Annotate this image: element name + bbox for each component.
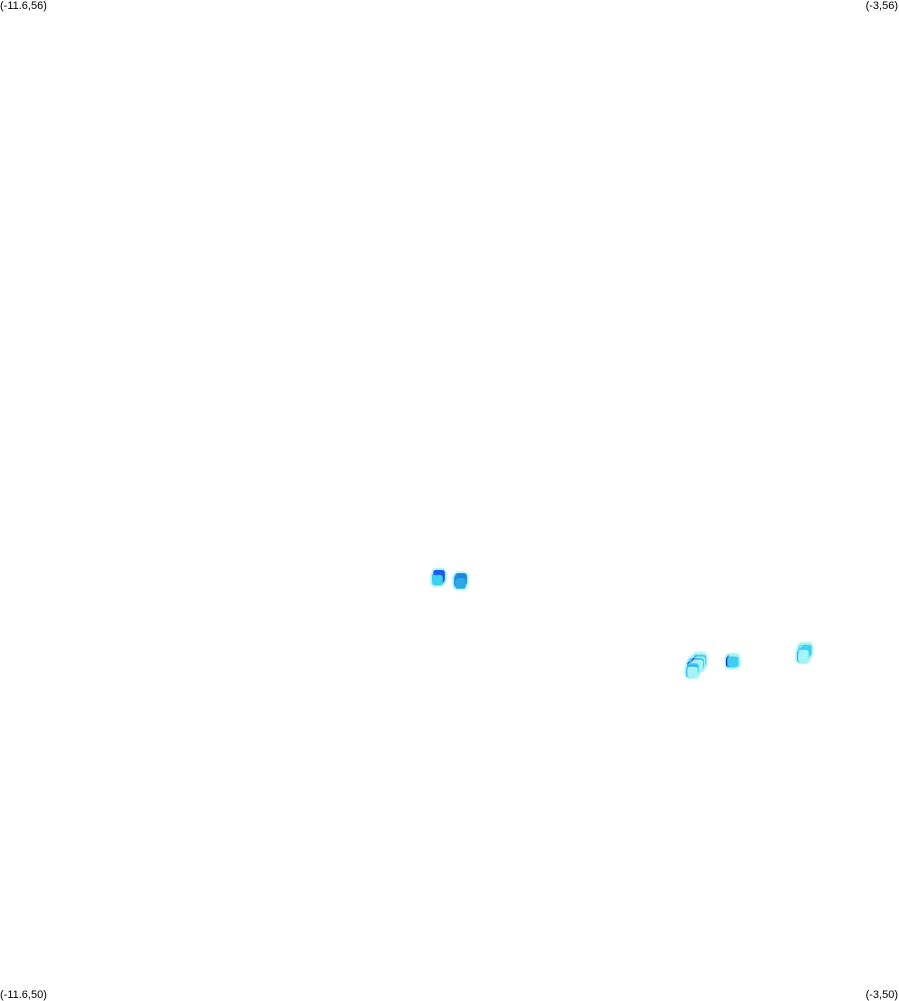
corner-label-bottom-right: (-3,50)	[865, 989, 898, 1001]
grid-cell-light-cyan	[798, 651, 809, 663]
grid-cell-light-cyan	[687, 666, 698, 678]
grid-cell-sky-blue	[455, 578, 466, 589]
grid-cell-cyan	[432, 575, 443, 586]
grid-cell-cyan	[728, 656, 739, 668]
corner-label-top-left: (-11.6,56)	[0, 0, 47, 12]
halo-layer	[430, 568, 814, 680]
corner-label-bottom-left: (-11.6,50)	[0, 989, 47, 1001]
cell-layer	[432, 570, 812, 678]
corner-label-top-right: (-3,56)	[865, 0, 898, 12]
